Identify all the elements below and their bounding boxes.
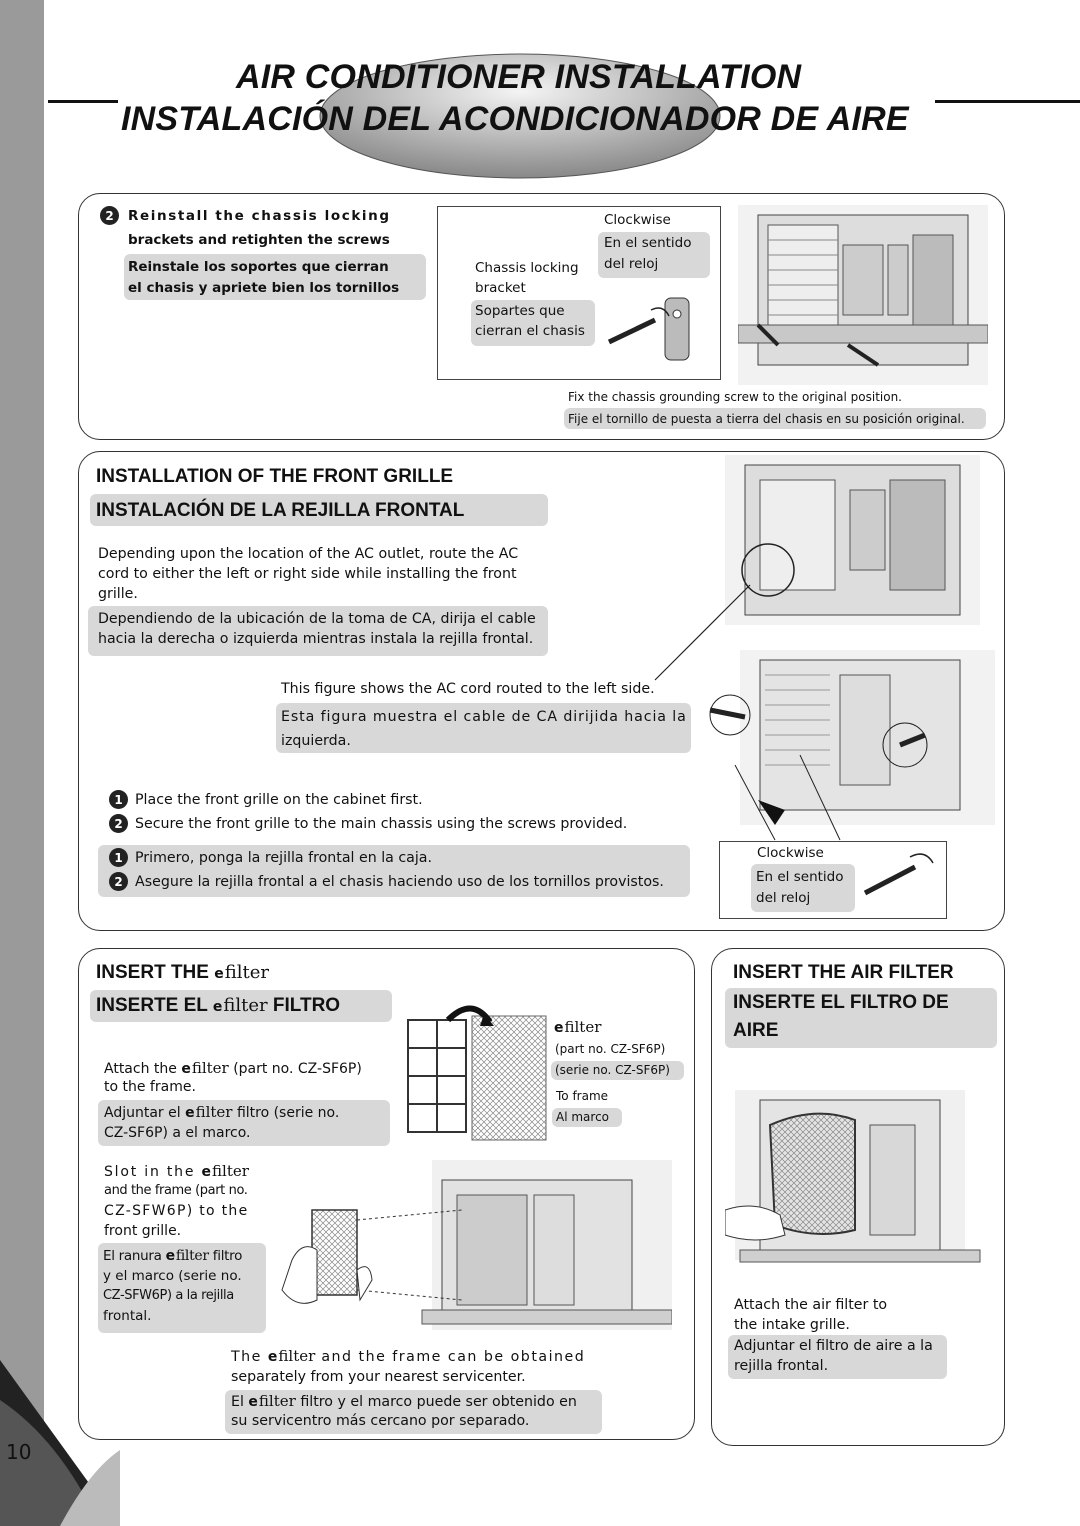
efilter-heading-shade xyxy=(90,990,392,1022)
reinstall-es-shade xyxy=(124,254,426,300)
airfilter-es-1: Adjuntar el filtro de aire a la xyxy=(734,1338,933,1354)
fig-caption-es-1: Esta figura muestra el cable de CA dirij… xyxy=(281,709,687,725)
airfilter-heading-shade xyxy=(725,988,997,1048)
to-frame: To frame xyxy=(556,1089,609,1103)
air-filter-illustration xyxy=(725,1090,981,1263)
slot-en-1: Slot in the efilter xyxy=(104,1162,249,1180)
efilter-slot-illustration xyxy=(281,1160,672,1330)
grille-sentido-shade xyxy=(751,864,855,912)
clockwise-label: Clockwise xyxy=(604,212,671,228)
efilter-part-es: (serie no. CZ-SF6P) xyxy=(555,1063,670,1077)
obtain-es-shade xyxy=(225,1390,602,1434)
front-grille-illustration xyxy=(654,455,995,841)
efilter-part-en: (part no. CZ-SF6P) xyxy=(555,1042,666,1056)
step2-es: Asegure la rejilla frontal a el chasis h… xyxy=(135,874,664,890)
slot-es-1: El ranura efilter filtro xyxy=(103,1248,243,1264)
side-tab xyxy=(0,0,44,1526)
bracket-label-1: Chassis locking xyxy=(475,260,579,276)
front-grille-heading-shade xyxy=(90,494,548,526)
reinstall-es-1: Reinstale los soportes que cierran xyxy=(128,259,389,275)
fig-caption-shade xyxy=(276,703,691,753)
airfilter-es-2: rejilla frontal. xyxy=(734,1358,829,1374)
obtain-es-2: su servicentro más cercano por separado. xyxy=(231,1413,530,1429)
slot-es-2: y el marco (serie no. xyxy=(103,1268,242,1284)
front-grille-heading-en: INSTALLATION OF THE FRONT GRILLE xyxy=(96,466,454,487)
soportes-2: cierran el chasis xyxy=(475,323,585,339)
page-title: AIR CONDITIONER INSTALLATION xyxy=(236,58,802,96)
reinstall-es-2: el chasis y apriete bien los tornillos xyxy=(128,280,400,296)
step-number: 2 xyxy=(100,206,119,225)
obtain-es-1: El efilter filtro y el marco puede ser o… xyxy=(231,1392,577,1410)
attach-es-1: Adjuntar el efilter filtro (serie no. xyxy=(104,1103,340,1121)
grille-clockwise: Clockwise xyxy=(757,845,824,861)
page-curl xyxy=(0,1360,120,1526)
grille-sentido-1: En el sentido xyxy=(756,869,844,885)
step2-number: 2 xyxy=(109,814,128,833)
efilter-heading-es: INSERTE EL efilter FILTRO xyxy=(96,995,341,1016)
slot-en-3: CZ-SFW6P) to the xyxy=(104,1203,249,1219)
screwdriver-icon xyxy=(863,853,934,896)
fg-en-2: cord to either the left or right side wh… xyxy=(98,566,517,582)
slot-es-4: frontal. xyxy=(103,1308,152,1324)
efilter-part-es-shade xyxy=(551,1061,684,1080)
soportes-shade xyxy=(471,300,595,346)
step1-en: Place the front grille on the cabinet fi… xyxy=(135,792,423,808)
efilter-heading-en: INSERT THE efilter xyxy=(96,962,269,983)
step2-number-es: 2 xyxy=(109,872,128,891)
efilter-frame-illustration xyxy=(407,1005,547,1141)
bracket-label-2: bracket xyxy=(475,280,526,296)
fix-es: Fije el tornillo de puesta a tierra del … xyxy=(568,412,965,426)
sentido-1: En el sentido xyxy=(604,235,692,251)
al-marco-shade xyxy=(552,1108,622,1127)
title-rule-right xyxy=(935,100,1080,103)
slot-en-2: and the frame (part no. xyxy=(104,1183,248,1198)
fg-en-3: grille. xyxy=(98,586,138,602)
airfilter-en-2: the intake grille. xyxy=(734,1317,850,1333)
fg-es-shade xyxy=(88,606,548,656)
fix-es-shade xyxy=(564,408,986,429)
efilter-mark: efilter xyxy=(554,1018,602,1036)
airfilter-heading-en: INSERT THE AIR FILTER xyxy=(733,962,954,983)
screwdriver-bracket-illustration xyxy=(607,297,690,361)
attach-en-2: to the frame. xyxy=(104,1079,196,1095)
sentido-2: del reloj xyxy=(604,256,659,272)
reinstall-en-2: brackets and retighten the screws xyxy=(128,232,390,248)
sentido-shade xyxy=(598,232,710,278)
fg-en-1: Depending upon the location of the AC ou… xyxy=(98,546,519,562)
step1-number: 1 xyxy=(109,790,128,809)
slot-es-shade xyxy=(98,1243,266,1333)
title-rule-left xyxy=(48,100,118,103)
title-dome xyxy=(319,53,721,179)
airfilter-heading-es-2: AIRE xyxy=(733,1020,779,1041)
page-title-spanish: INSTALACIÓN DEL ACONDICIONADOR DE AIRE xyxy=(121,100,909,138)
fig-caption-es-2: izquierda. xyxy=(281,733,351,749)
slot-es-3: CZ-SFW6P) a la rejilla xyxy=(103,1288,234,1303)
page-number: 10 xyxy=(6,1440,32,1464)
obtain-en-1: The efilter and the frame can be obtaine… xyxy=(231,1347,586,1365)
al-marco: Al marco xyxy=(556,1110,610,1124)
fg-es-2: hacia la derecha o izquierda mientras in… xyxy=(98,631,534,647)
obtain-en-2: separately from your nearest servicenter… xyxy=(231,1369,526,1385)
airfilter-es-shade xyxy=(728,1335,947,1379)
fg-es-1: Dependiendo de la ubicación de la toma d… xyxy=(98,611,536,627)
attach-en-1: Attach the efilter (part no. CZ-SF6P) xyxy=(104,1059,362,1077)
ac-unit-illustration-1 xyxy=(738,205,988,385)
step1-es: Primero, ponga la rejilla frontal en la … xyxy=(135,850,433,866)
airfilter-heading-es-1: INSERTE EL FILTRO DE xyxy=(733,992,949,1013)
airfilter-en-1: Attach the air filter to xyxy=(734,1297,888,1313)
step2-en: Secure the front grille to the main chas… xyxy=(135,816,628,832)
reinstall-en-1: Reinstall the chassis locking xyxy=(128,208,391,224)
attach-es-2: CZ-SF6P) a el marco. xyxy=(104,1125,251,1141)
fig-caption-en: This figure shows the AC cord routed to … xyxy=(281,681,655,697)
front-grille-heading-es: INSTALACIÓN DE LA REJILLA FRONTAL xyxy=(96,500,465,521)
slot-en-4: front grille. xyxy=(104,1223,182,1239)
grille-sentido-2: del reloj xyxy=(756,890,811,906)
steps-es-shade xyxy=(98,845,690,897)
soportes-1: Sopartes que xyxy=(475,303,565,319)
fix-en: Fix the chassis grounding screw to the o… xyxy=(568,390,902,404)
attach-es-shade xyxy=(98,1100,390,1146)
step1-number-es: 1 xyxy=(109,848,128,867)
